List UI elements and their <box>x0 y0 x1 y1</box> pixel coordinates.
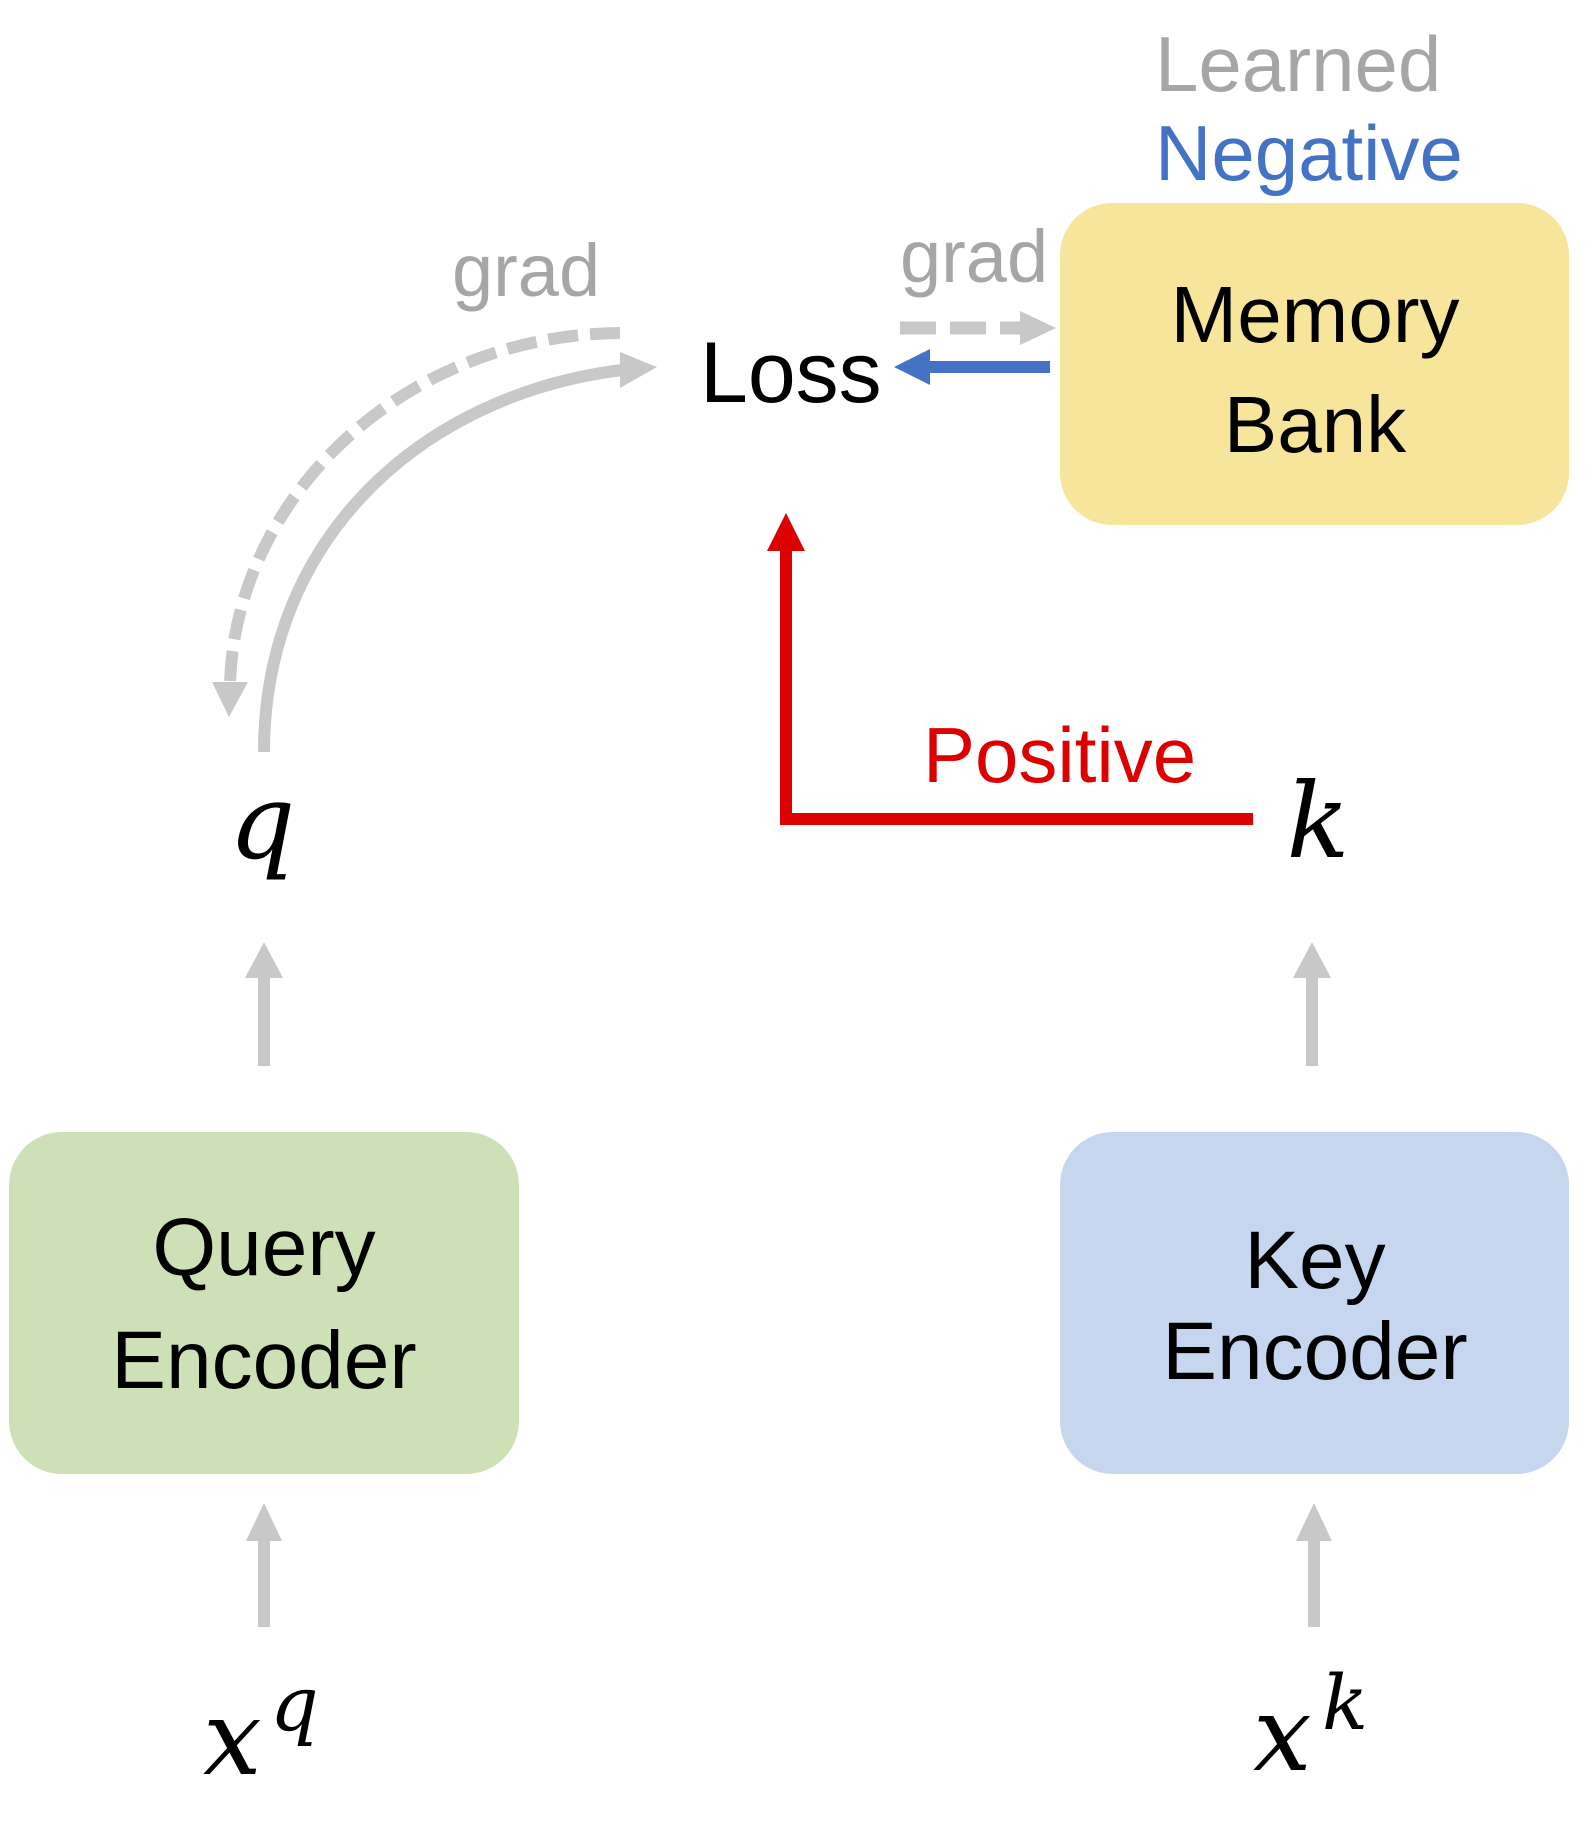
xk-input-label: x k <box>1253 1658 1368 1795</box>
query-encoder-box <box>9 1132 519 1474</box>
arrow-head <box>1296 1503 1332 1541</box>
memory-bank-label-line2: Bank <box>1224 380 1407 469</box>
grad-arrowhead-right <box>1020 311 1056 345</box>
grad-arrow-to-q <box>212 327 621 717</box>
query-encoder-label-line1: Query <box>152 1202 375 1293</box>
grad-arrowhead-left <box>212 682 248 717</box>
negative-label: Negative <box>1155 109 1463 197</box>
arrow-shaft <box>258 1538 270 1627</box>
q-to-loss-arrowhead <box>620 352 657 388</box>
query-encoder-node: Query Encoder <box>9 1132 519 1474</box>
xk-base: x <box>1253 1673 1312 1795</box>
xq-input-label: x q <box>203 1659 319 1799</box>
q-to-loss-arrow <box>258 352 657 753</box>
positive-label: Positive <box>923 711 1196 799</box>
k-label: k <box>1286 760 1349 882</box>
key-encoder-label-line2: Encoder <box>1162 1306 1467 1397</box>
negative-arrowhead <box>894 349 930 385</box>
xk-to-key-encoder-arrow <box>1296 1503 1332 1627</box>
arrow-shaft <box>258 975 270 1066</box>
key-encoder-label-line1: Key <box>1244 1215 1385 1306</box>
xq-to-query-encoder-arrow <box>246 1503 282 1627</box>
memory-bank-node: Memory Bank <box>1060 203 1569 525</box>
query-encoder-label-line2: Encoder <box>111 1315 416 1406</box>
q-to-loss-arc <box>258 364 623 753</box>
negative-arrow <box>894 349 1050 385</box>
key-encoder-to-k-arrow <box>1293 942 1331 1066</box>
arrow-shaft <box>1308 1538 1320 1627</box>
arrow-head <box>246 1503 282 1541</box>
grad-label-right: grad <box>900 215 1048 298</box>
memory-bank-label-line1: Memory <box>1171 270 1460 359</box>
arrow-shaft <box>1306 975 1318 1066</box>
arrow-head <box>1293 942 1331 978</box>
xq-base: x <box>203 1677 262 1799</box>
q-label: q <box>229 761 296 883</box>
xk-superscript: k <box>1322 1658 1368 1747</box>
grad-label-left: grad <box>452 229 600 312</box>
learned-label: Learned <box>1155 20 1441 108</box>
grad-dashed-arc <box>224 327 621 685</box>
positive-arrowhead <box>767 513 805 551</box>
memory-bank-box <box>1060 203 1569 525</box>
key-encoder-node: Key Encoder <box>1060 1132 1569 1474</box>
key-encoder-box <box>1060 1132 1569 1474</box>
grad-arrow-to-memory-bank <box>900 311 1056 345</box>
xq-superscript: q <box>270 1659 319 1748</box>
positive-arrow-line <box>780 548 1253 825</box>
query-encoder-to-q-arrow <box>245 942 283 1066</box>
loss-label: Loss <box>700 325 882 421</box>
positive-arrow <box>767 513 1253 825</box>
arrow-head <box>245 942 283 978</box>
